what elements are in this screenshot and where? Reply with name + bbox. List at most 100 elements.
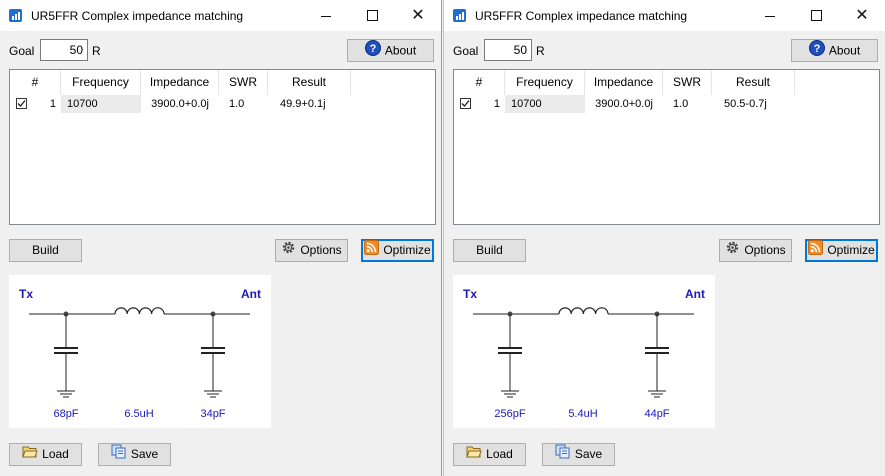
goal-input[interactable]: 50 — [484, 39, 532, 61]
column-header[interactable]: Frequency — [505, 70, 585, 95]
matching-network-schematic: Tx Ant — [453, 275, 715, 428]
save-label: Save — [130, 447, 159, 462]
column-header[interactable]: # — [454, 70, 505, 95]
title-bar[interactable]: UR5FFR Complex impedance matching ✕ — [444, 0, 885, 31]
row-number: 1 — [49, 98, 56, 110]
options-button[interactable]: Options — [719, 239, 792, 262]
maximize-button[interactable] — [793, 0, 839, 31]
row-checkbox[interactable] — [16, 98, 27, 109]
about-button[interactable]: ? About — [347, 39, 434, 62]
result-cell: 49.9+0.1j — [280, 98, 326, 110]
shunt-capacitor-output — [201, 311, 225, 398]
frequency-cell[interactable]: 10700 — [61, 95, 141, 113]
app-icon — [9, 9, 22, 22]
load-button[interactable]: Load — [453, 443, 526, 466]
save-label: Save — [574, 447, 603, 462]
save-button[interactable]: Save — [542, 443, 615, 466]
goal-unit: R — [536, 44, 545, 58]
options-label: Options — [300, 243, 342, 258]
capacitor-1-value: 68pF — [53, 408, 78, 420]
app-window-right: UR5FFR Complex impedance matching ✕ Goal… — [443, 0, 885, 476]
app-icon — [453, 9, 466, 22]
save-files-icon — [111, 444, 127, 466]
gear-icon — [725, 240, 740, 262]
impedance-cell[interactable]: 3900.0+0.0j — [151, 98, 209, 110]
help-icon: ? — [808, 40, 825, 63]
checkmark-icon — [461, 100, 470, 107]
optimize-label: Optimize — [383, 243, 431, 258]
load-button[interactable]: Load — [9, 443, 82, 466]
close-button[interactable]: ✕ — [395, 0, 441, 31]
ant-label: Ant — [241, 287, 261, 301]
optimize-label: Optimize — [827, 243, 875, 258]
impedance-cell[interactable]: 3900.0+0.0j — [595, 98, 653, 110]
help-icon: ? — [364, 40, 381, 63]
maximize-button[interactable] — [349, 0, 395, 31]
save-files-icon — [555, 444, 571, 466]
column-header[interactable]: Result — [712, 70, 795, 95]
optimize-button[interactable]: Optimize — [361, 239, 434, 262]
svg-text:?: ? — [813, 43, 820, 55]
checkmark-icon — [17, 100, 26, 107]
row-checkbox[interactable] — [460, 98, 471, 109]
window-title: UR5FFR Complex impedance matching — [31, 9, 244, 23]
options-button[interactable]: Options — [275, 239, 348, 262]
swr-cell: 1.0 — [229, 98, 245, 110]
goal-label: Goal — [9, 44, 35, 58]
minimize-icon — [321, 15, 331, 17]
load-label: Load — [486, 447, 513, 462]
column-header[interactable]: Result — [268, 70, 351, 95]
ant-label: Ant — [685, 287, 705, 301]
about-label: About — [828, 43, 861, 58]
row-number: 1 — [493, 98, 500, 110]
inductor-value: 5.4uH — [568, 408, 597, 420]
svg-text:?: ? — [369, 43, 376, 55]
frequency-table[interactable]: # Frequency Impedance SWR Result 1 10700… — [453, 69, 880, 225]
minimize-button[interactable] — [303, 0, 349, 31]
maximize-icon — [810, 9, 822, 21]
folder-open-icon — [22, 444, 38, 466]
build-button[interactable]: Build — [453, 239, 526, 262]
inductor-symbol — [558, 307, 609, 315]
swr-cell: 1.0 — [673, 98, 689, 110]
about-button[interactable]: ? About — [791, 39, 878, 62]
save-button[interactable]: Save — [98, 443, 171, 466]
folder-open-icon — [466, 444, 482, 466]
inductor-symbol — [114, 307, 165, 315]
shunt-capacitor-output — [645, 311, 669, 398]
column-header[interactable]: SWR — [663, 70, 712, 95]
title-bar[interactable]: UR5FFR Complex impedance matching ✕ — [0, 0, 441, 31]
window-title: UR5FFR Complex impedance matching — [475, 9, 688, 23]
minimize-button[interactable] — [747, 0, 793, 31]
load-label: Load — [42, 447, 69, 462]
column-header[interactable]: Frequency — [61, 70, 141, 95]
column-header[interactable]: Impedance — [141, 70, 219, 95]
result-cell: 50.5-0.7j — [724, 98, 767, 110]
column-header[interactable]: # — [10, 70, 61, 95]
rss-feed-icon — [364, 240, 380, 262]
inductor-value: 6.5uH — [124, 408, 153, 420]
close-button[interactable]: ✕ — [839, 0, 885, 31]
rss-feed-icon — [808, 240, 824, 262]
minimize-icon — [765, 15, 775, 17]
close-icon: ✕ — [855, 7, 869, 24]
about-label: About — [384, 43, 417, 58]
capacitor-2-value: 44pF — [644, 408, 669, 420]
gear-icon — [281, 240, 296, 262]
capacitor-2-value: 34pF — [200, 408, 225, 420]
frequency-cell[interactable]: 10700 — [505, 95, 585, 113]
options-label: Options — [744, 243, 786, 258]
optimize-button[interactable]: Optimize — [805, 239, 878, 262]
column-header[interactable]: SWR — [219, 70, 268, 95]
column-header[interactable]: Impedance — [585, 70, 663, 95]
tx-label: Tx — [19, 287, 33, 301]
goal-unit: R — [92, 44, 101, 58]
goal-input[interactable]: 50 — [40, 39, 88, 61]
build-button[interactable]: Build — [9, 239, 82, 262]
frequency-table[interactable]: # Frequency Impedance SWR Result 1 10700… — [9, 69, 436, 225]
maximize-icon — [366, 9, 378, 21]
shunt-capacitor-input — [498, 311, 522, 398]
tx-label: Tx — [463, 287, 477, 301]
capacitor-1-value: 256pF — [494, 408, 525, 420]
goal-label: Goal — [453, 44, 479, 58]
